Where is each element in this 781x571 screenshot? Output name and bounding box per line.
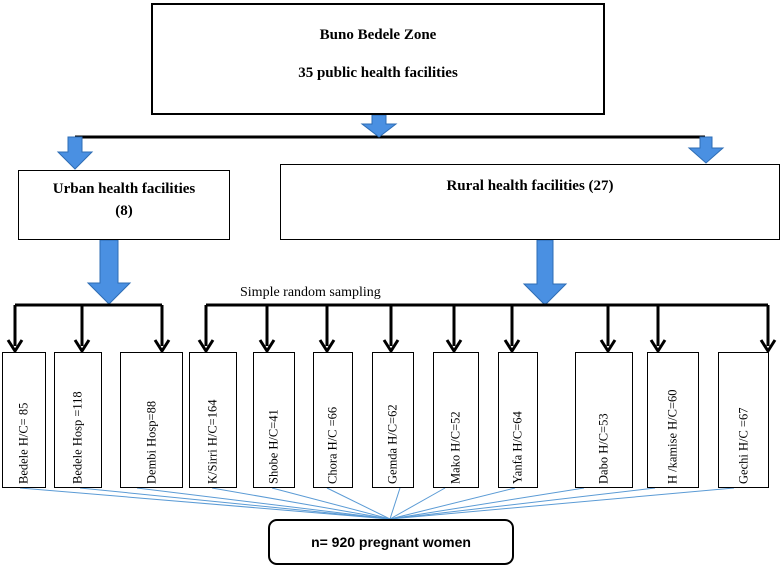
convergence-line [136, 487, 391, 520]
facility-label: Gechi H/C =67 [736, 407, 750, 484]
rural-facilities-label: Rural health facilities (27) [446, 178, 614, 194]
facility-label: Dembi Hosp=88 [144, 400, 158, 484]
facility-box: Gemda H/C=62 [372, 352, 414, 488]
facility-arrow-head [153, 339, 171, 354]
urban-facilities-box: Urban health facilities (8) [18, 170, 230, 240]
facility-label: Shobe H/C=41 [266, 409, 281, 484]
facility-arrow-head [73, 339, 91, 354]
facility-box: K/Sirri H/C=164 [189, 352, 237, 488]
zone-title: Buno Bedele Zone [319, 27, 437, 43]
convergence-line [271, 487, 391, 520]
zone-box: Buno Bedele Zone 35 public health facili… [151, 3, 605, 115]
facility-arrow-head [649, 339, 667, 354]
facility-label: Gemda H/C=62 [385, 404, 400, 484]
facility-arrows [6, 305, 777, 354]
facility-label: Yanfa H/C=64 [510, 411, 525, 484]
rural-facilities-box: Rural health facilities (27) [280, 164, 780, 240]
facility-box: Yanfa H/C=64 [498, 352, 538, 488]
zone-down-arrow [360, 114, 398, 138]
urban-title: Urban health facilities [52, 181, 196, 197]
convergence-line [389, 487, 446, 520]
facility-arrow-head [382, 339, 400, 354]
facility-box: H /kamise H/C=60 [647, 352, 699, 488]
sampling-method-label: Simple random sampling [240, 285, 381, 300]
sample-size-label: n= 920 pregnant women [311, 534, 471, 550]
zone-subtitle: 35 public health facilities [298, 65, 458, 81]
facility-arrow-head [445, 339, 463, 354]
urban-facilities-label: Urban health facilities (8) [19, 178, 229, 222]
facility-label: Dabo H/C=53 [596, 413, 611, 484]
convergence-line [389, 487, 735, 520]
facility-box: Bedele H/C= 85 [2, 352, 46, 488]
facility-arrow-head [318, 339, 336, 354]
facility-arrow-head [197, 339, 215, 354]
facility-arrow-head [599, 339, 617, 354]
facility-box: Bedele Hosp =118 [54, 352, 102, 488]
rural-down-arrow [687, 136, 725, 164]
sample-size-box: n= 920 pregnant women [268, 519, 514, 565]
convergence-line [389, 487, 401, 520]
facility-box: Shobe H/C=41 [253, 352, 295, 488]
convergence-line [211, 487, 391, 520]
facility-label: K/Sirri H/C=164 [205, 399, 220, 485]
facility-arrow-head [759, 339, 777, 354]
convergence-line [79, 487, 391, 520]
facility-label: H /kamise H/C=60 [665, 389, 680, 484]
convergence-lines [19, 487, 735, 520]
convergence-line [389, 487, 585, 520]
rural-sampling-arrow [522, 239, 568, 306]
convergence-line [19, 487, 391, 520]
urban-sampling-arrow [86, 239, 132, 305]
facility-box: Dabo H/C=53 [575, 352, 633, 488]
convergence-line [389, 487, 516, 520]
convergence-line [326, 487, 391, 520]
convergence-line [389, 487, 656, 520]
facility-label: Mako H/C=52 [448, 411, 463, 484]
facility-box: Mako H/C=52 [433, 352, 479, 488]
urban-down-arrow [56, 136, 94, 170]
facility-arrow-head [503, 339, 521, 354]
facility-arrow-head [6, 339, 24, 354]
facility-arrow-head [258, 339, 276, 354]
facility-box: Dembi Hosp=88 [120, 352, 183, 488]
facility-label: Bedele Hosp =118 [70, 391, 85, 484]
facility-label: Bedele H/C= 85 [16, 402, 31, 484]
facility-box: Gechi H/C =67 [718, 352, 769, 488]
facility-box: Chora H/C =66 [313, 352, 353, 488]
urban-count: (8) [115, 203, 133, 219]
facility-label: Chora H/C =66 [325, 406, 340, 484]
